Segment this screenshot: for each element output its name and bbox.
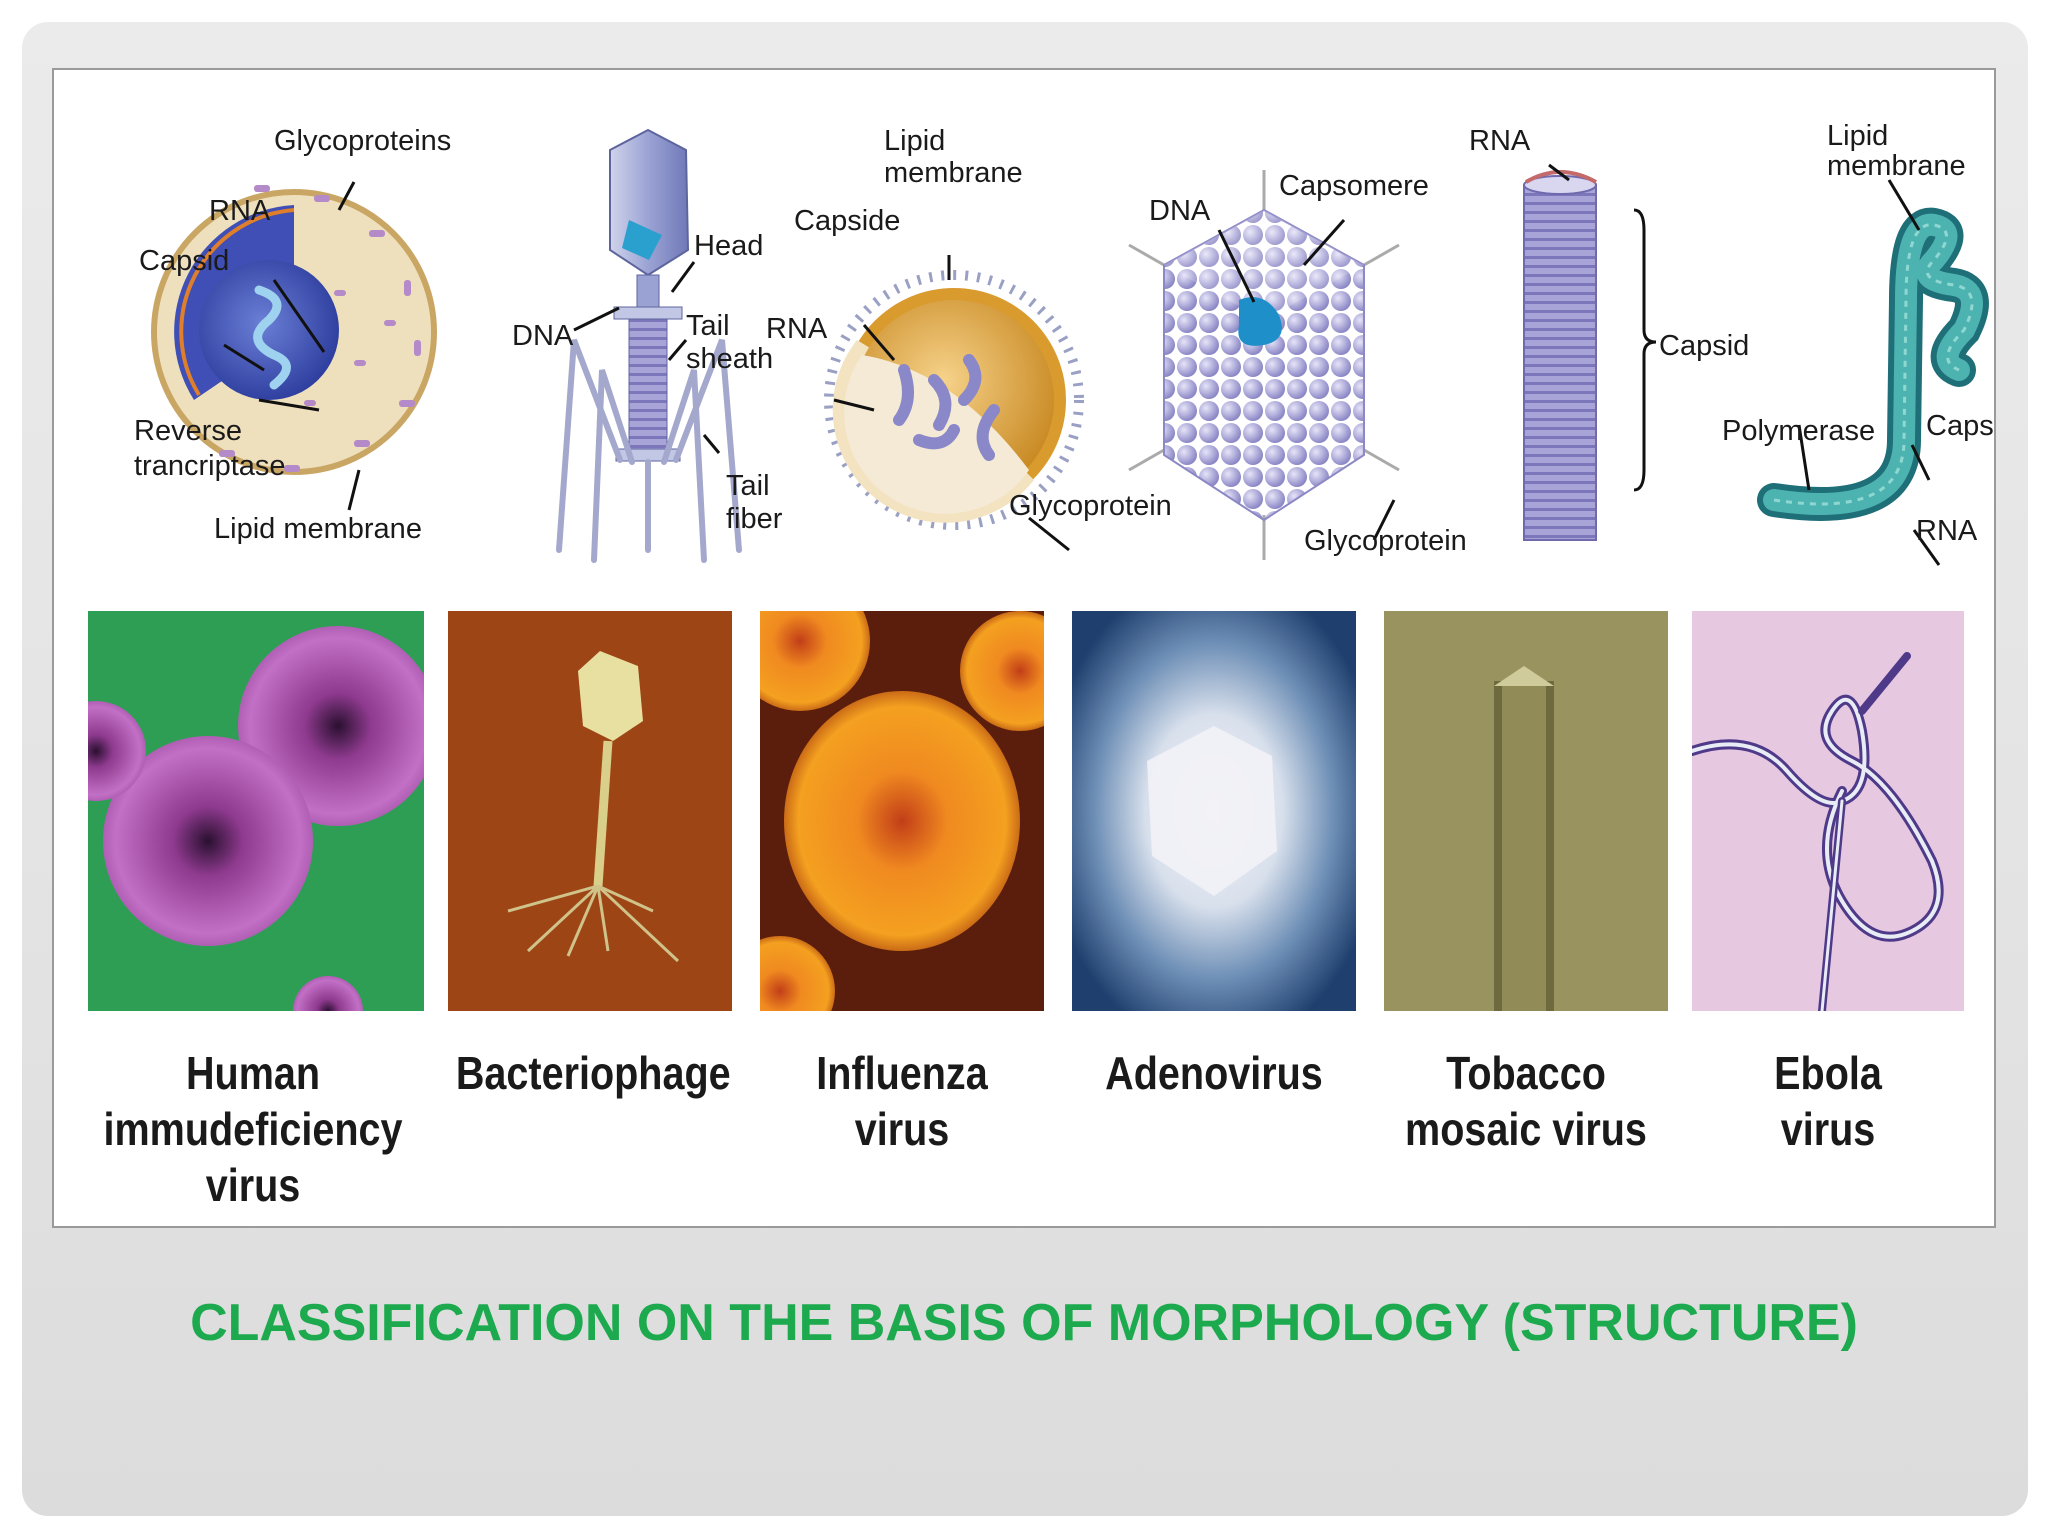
influenza-micrograph (760, 611, 1044, 1011)
tobacco-micrograph (1384, 611, 1668, 1011)
hiv-capsid-label: Capsid (139, 245, 229, 277)
hiv-rna-label: RNA (209, 195, 271, 227)
hiv-diagram: Glycoproteins RNA Capsid Reverse trancri… (134, 125, 451, 545)
caption-bacteriophage: Bacteriophage (455, 1045, 731, 1101)
phage-fiber-label: fiber (726, 503, 783, 535)
bacteriophage-diagram: Head DNA Tail sheath Tail fiber (512, 128, 783, 563)
tobacco-rna-label: RNA (1469, 125, 1531, 157)
adeno-capsomere-label: Capsomere (1279, 170, 1429, 202)
virus-diagrams: Glycoproteins RNA Capsid Reverse trancri… (134, 120, 1996, 566)
caption-hiv-line-1: Human (185, 1047, 321, 1099)
adeno-glycoprotein-label: Glycoprotein (1304, 525, 1467, 557)
tobacco-diagram: RNA Capsid (1469, 125, 1749, 541)
caption-influenza-line-2: virus (854, 1103, 950, 1155)
caption-hiv-line-2: immudeficiency (103, 1103, 403, 1155)
ebola-micrograph (1692, 611, 1964, 1011)
caption-hiv: Human immudeficiency virus (94, 1045, 412, 1213)
caption-adenovirus-line-1: Adenovirus (1105, 1047, 1323, 1099)
adeno-dna-label: DNA (1149, 195, 1211, 227)
influenza-diagram: Lipid membrane Capside RNA Glycoprotein (766, 125, 1172, 552)
influenza-membrane-label: membrane (884, 157, 1023, 189)
caption-bacteriophage-line-1: Bacteriophage (455, 1047, 731, 1099)
ebola-diagram: Lipid membrane Polymerase Capsid RNA (1722, 120, 1996, 566)
ebola-capsid-label: Capsid (1926, 410, 1996, 442)
slide-title: CLASSIFICATION ON THE BASIS OF MORPHOLOG… (190, 1294, 1858, 1352)
caption-tobacco-line-2: mosaic virus (1405, 1103, 1647, 1155)
hiv-lipid-membrane-label: Lipid membrane (214, 513, 422, 545)
caption-adenovirus: Adenovirus (1092, 1045, 1336, 1101)
influenza-glycoprotein-label: Glycoprotein (1009, 490, 1172, 522)
caption-hiv-line-3: virus (205, 1159, 301, 1211)
ebola-rna-label: RNA (1916, 515, 1978, 547)
influenza-capside-label: Capside (794, 205, 900, 237)
caption-ebola: Ebola virus (1711, 1045, 1945, 1157)
hiv-glycoproteins-label: Glycoproteins (274, 125, 451, 157)
phage-sheath-label: sheath (686, 343, 773, 375)
phage-tail-label: Tail (686, 310, 730, 342)
influenza-lipid-label: Lipid (884, 125, 945, 157)
ebola-lipid-label: Lipid (1827, 120, 1888, 152)
caption-tobacco: Tobacco mosaic virus (1404, 1045, 1648, 1157)
phage-dna-label: DNA (512, 320, 574, 352)
adenovirus-micrograph (1072, 611, 1356, 1011)
caption-ebola-line-1: Ebola (1774, 1047, 1882, 1099)
ebola-polymerase-label: Polymerase (1722, 415, 1875, 447)
hiv-reverse-label: Reverse (134, 415, 242, 447)
caption-influenza-line-1: Influenza (816, 1047, 988, 1099)
phage-tail-fiber-label: Tail (726, 470, 770, 502)
tobacco-capsid-label: Capsid (1659, 330, 1749, 362)
adenovirus-diagram: DNA Capsomere Glycoprotein (1128, 170, 1467, 560)
virus-figure: Glycoproteins RNA Capsid Reverse trancri… (52, 68, 1996, 1228)
hiv-micrograph (88, 611, 424, 1011)
ebola-membrane-label: membrane (1827, 150, 1966, 182)
influenza-rna-label: RNA (766, 313, 828, 345)
bacteriophage-micrograph (448, 611, 732, 1011)
caption-tobacco-line-1: Tobacco (1446, 1047, 1606, 1099)
phage-head-label: Head (694, 230, 763, 262)
caption-influenza: Influenza virus (780, 1045, 1024, 1157)
hiv-trancriptase-label: trancriptase (134, 450, 286, 482)
caption-ebola-line-2: virus (1780, 1103, 1876, 1155)
